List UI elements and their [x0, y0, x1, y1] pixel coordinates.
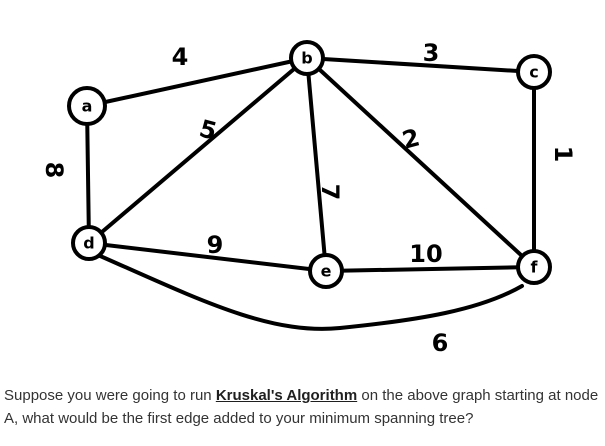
edge-weight-a-d: 8 [40, 162, 68, 179]
edge-weight-a-b: 4 [172, 43, 189, 71]
node-b: b [289, 40, 325, 76]
edge-weight-b-f: 2 [399, 123, 422, 154]
edge-b-f [305, 56, 536, 269]
edge-a-b [85, 56, 309, 108]
edge-weight-c-f: 1 [549, 146, 577, 163]
question-text-after: on the above graph starting at node A, w… [4, 387, 599, 427]
edge-d-f [96, 253, 524, 331]
node-a: a [67, 86, 107, 126]
edge-weight-d-e: 9 [207, 231, 224, 259]
weighted-graph-diagram: 4 3 8 5 7 2 1 9 10 6 a b c d e f [40, 39, 577, 357]
node-circle-b [289, 40, 325, 76]
node-label-d: d [83, 234, 94, 253]
node-circle-c [516, 54, 552, 90]
node-circle-d [71, 225, 107, 261]
edge-a-d [85, 104, 91, 245]
edge-weight-b-e: 7 [316, 184, 344, 201]
node-label-f: f [531, 258, 539, 277]
node-c: c [516, 54, 552, 90]
edge-b-e [305, 56, 328, 273]
kruskals-algorithm-link[interactable]: Kruskal's Algorithm [215, 387, 358, 404]
node-circle-a [67, 86, 107, 126]
node-f: f [516, 249, 552, 285]
edge-weight-d-f: 6 [432, 329, 449, 357]
edge-weight-e-f: 10 [409, 240, 442, 268]
node-circle-e [308, 253, 344, 289]
edge-b-c [305, 56, 536, 74]
node-d: d [71, 225, 107, 261]
question-text-before: Suppose you were going to run [4, 387, 216, 404]
edge-b-d [87, 56, 309, 245]
question-text: Suppose you were going to run Kruskal's … [4, 384, 602, 430]
node-label-c: c [529, 63, 538, 82]
edge-d-e [87, 241, 328, 273]
node-circle-f [516, 249, 552, 285]
node-label-a: a [82, 97, 93, 116]
node-label-b: b [301, 49, 312, 68]
node-label-e: e [321, 262, 332, 281]
edge-weight-b-c: 3 [423, 39, 440, 67]
node-e: e [308, 253, 344, 289]
edge-e-f [324, 265, 536, 273]
edge-weight-b-d: 5 [196, 114, 219, 145]
